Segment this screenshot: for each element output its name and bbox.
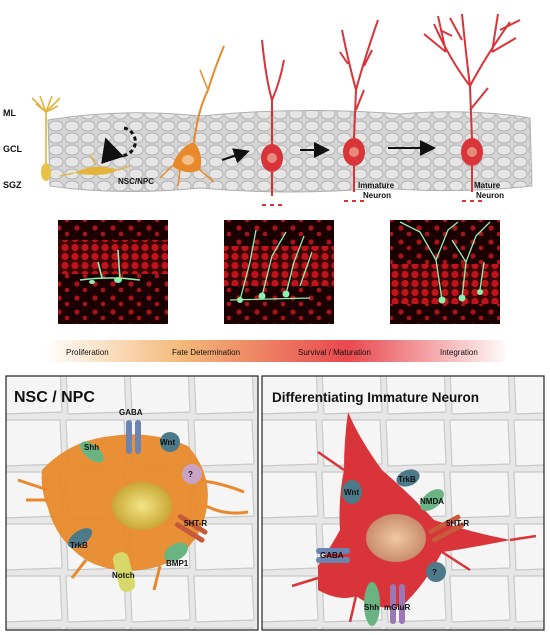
mature-neuron	[423, 13, 521, 202]
receptor-shh-left: Shh	[80, 441, 104, 463]
stage-label-mature: Mature	[474, 181, 501, 190]
receptor-trkb-left: TrkB	[67, 528, 93, 550]
stage-label-nsc-npc: NSC/NPC	[118, 177, 154, 186]
receptor-wnt-right: Wnt	[342, 480, 362, 504]
micrograph-1	[58, 220, 168, 324]
receptor-trkb-right-label: TrkB	[398, 475, 416, 484]
receptor-bmp1-left: BMP1	[164, 542, 189, 568]
receptor-gaba-right-label: GABA	[320, 551, 344, 560]
receptor-wnt-left-label: Wnt	[160, 438, 175, 447]
micrograph-2	[224, 220, 334, 324]
receptor-shh-left-label: Shh	[84, 443, 99, 452]
receptor-5ht-left-label: 5HT-R	[184, 519, 207, 528]
panel-nsc-npc-title: NSC / NPC	[14, 389, 95, 406]
immature-neuron	[339, 19, 379, 202]
receptor-nmda-right-label: NMDA	[420, 497, 444, 506]
receptor-unknown-left: ?	[182, 464, 202, 484]
micrograph-3	[390, 220, 500, 324]
panel-nsc-npc: NSC / NPC GABA Wnt Shh ? 5HT-R	[5, 375, 259, 631]
nsc-nucleus	[112, 482, 172, 530]
receptor-5ht-left: 5HT-R	[174, 514, 208, 543]
granule-cell-layer	[47, 109, 533, 193]
receptor-mglur-right: mGluR	[384, 584, 410, 624]
stage-label-immature-2: Neuron	[363, 191, 391, 200]
receptor-5ht-right-label: 5HT-R	[446, 519, 469, 528]
receptor-bmp1-left-label: BMP1	[166, 559, 189, 568]
receptor-gaba-right: GABA	[316, 548, 350, 563]
horizontal-stem-cell	[59, 154, 131, 177]
receptor-shh-right: Shh	[364, 582, 380, 626]
phase-gradient-bar	[44, 340, 510, 362]
panel-immature-neuron: Differentiating Immature Neuron TrkB Wnt…	[261, 375, 545, 631]
receptor-notch-left: Notch	[112, 552, 136, 592]
phase-integration: Integration	[440, 348, 478, 357]
layer-label-sgz: SGZ	[3, 180, 22, 190]
early-immature-neuron	[261, 39, 285, 206]
phase-fate-determination: Fate Determination	[172, 348, 240, 357]
stage-label-immature: Immature	[358, 181, 395, 190]
receptor-notch-left-label: Notch	[112, 571, 135, 580]
receptor-unknown-left-label: ?	[188, 470, 193, 479]
receptor-nmda-right: NMDA	[420, 489, 444, 511]
progenitor-cell	[159, 45, 225, 187]
receptor-5ht-right: 5HT-R	[428, 514, 469, 543]
phase-proliferation: Proliferation	[66, 348, 109, 357]
receptor-unknown-right: ?	[426, 562, 446, 582]
arrow-progenitor-to-early	[221, 148, 250, 164]
phase-survival-maturation: Survival / Maturation	[298, 348, 371, 357]
receptor-trkb-right: TrkB	[396, 469, 420, 487]
receptor-shh-right-label: Shh	[364, 603, 379, 612]
receptor-gaba-left: GABA	[119, 408, 143, 454]
receptor-trkb-left-label: TrkB	[70, 541, 88, 550]
panel-immature-neuron-title: Differentiating Immature Neuron	[272, 390, 479, 405]
receptor-gaba-left-label: GABA	[119, 408, 143, 417]
receptor-wnt-left: Wnt	[160, 432, 180, 452]
layer-label-ml: ML	[3, 108, 16, 118]
immature-neuron-cell-body	[291, 412, 537, 623]
stage-label-mature-2: Neuron	[476, 191, 504, 200]
receptor-mglur-right-label: mGluR	[384, 603, 410, 612]
receptor-wnt-right-label: Wnt	[344, 488, 359, 497]
proliferation-cycle-arrow	[101, 126, 137, 164]
immature-neuron-nucleus	[366, 514, 426, 562]
receptor-unknown-right-label: ?	[432, 568, 437, 577]
layer-label-gcl: GCL	[3, 144, 23, 154]
radial-stem-cell	[31, 95, 61, 181]
